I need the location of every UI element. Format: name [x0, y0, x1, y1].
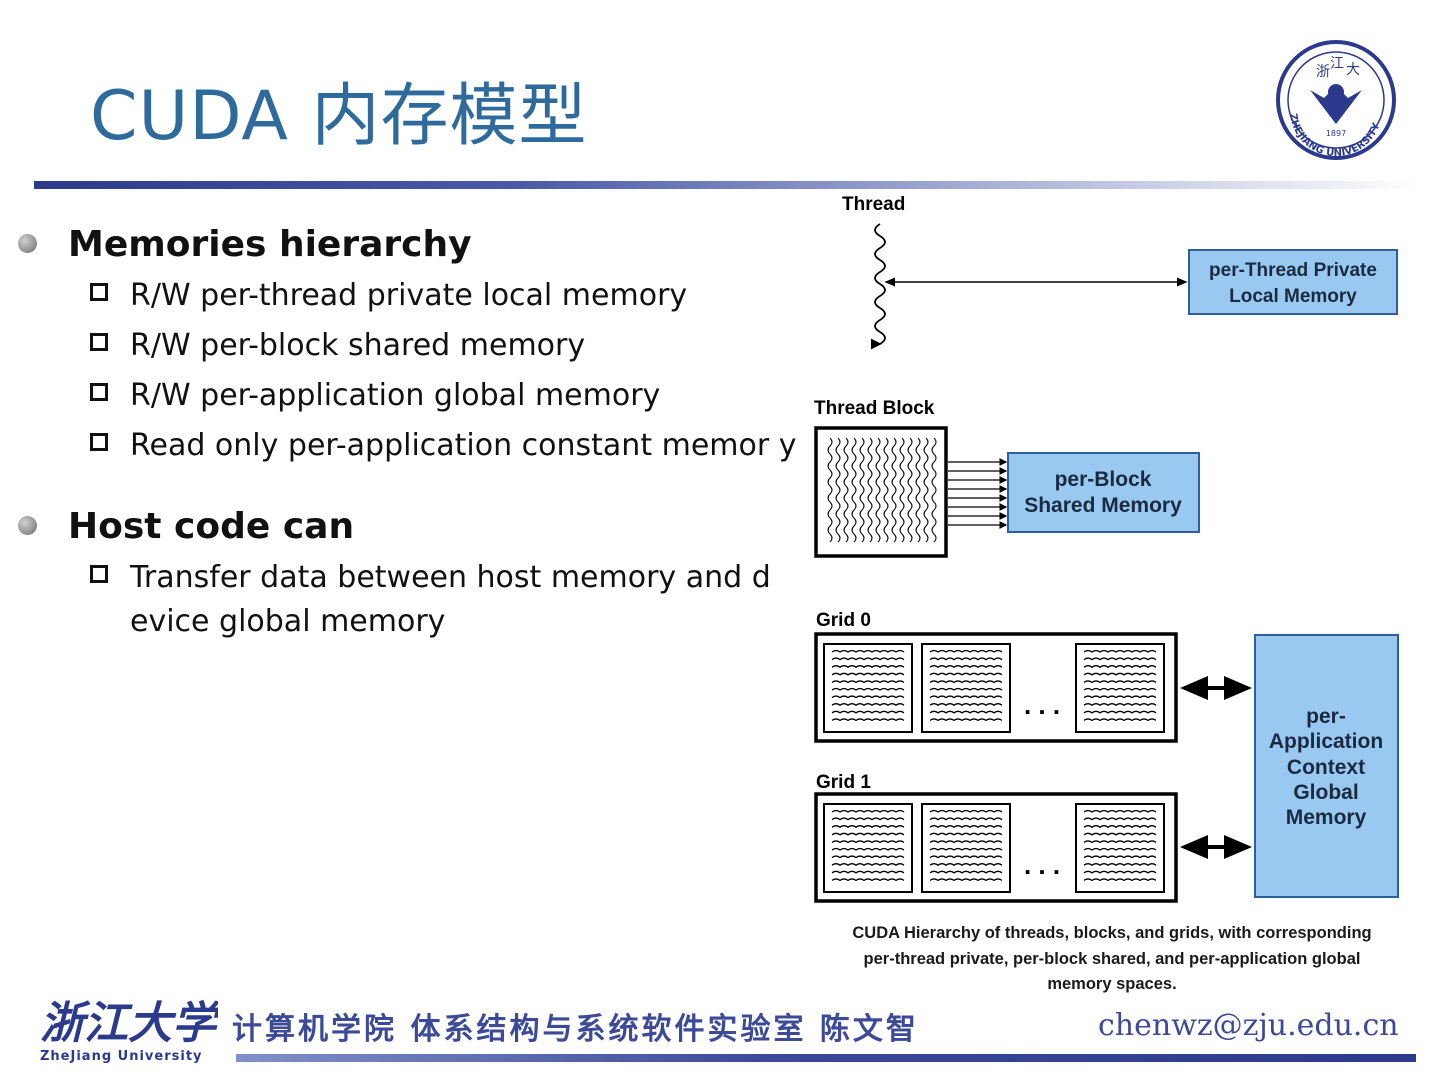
- bullet-memories: Memories hierarchy: [0, 222, 810, 268]
- grid1-blocks: [823, 803, 1165, 893]
- per-block-memory-line1: per-Block: [1055, 468, 1152, 491]
- square-bullet-icon: [90, 283, 108, 301]
- sub-bullet: R/W per-thread private local memory: [90, 274, 800, 318]
- slide-title: CUDA 内存模型: [90, 77, 588, 156]
- square-bullet-icon: [90, 433, 108, 451]
- block-to-shared-arrows: [948, 458, 1008, 529]
- logo-subtitle: ZheJiang University: [40, 1049, 203, 1064]
- sub-bullet: Transfer data between host memory and d …: [90, 556, 800, 644]
- svg-text:大: 大: [1346, 62, 1360, 78]
- memory-hierarchy-diagram: Thread per-Thread Private Local Memory T…: [814, 194, 1399, 993]
- per-thread-memory-line2: Local Memory: [1229, 286, 1357, 307]
- per-block-memory-line2: Shared Memory: [1024, 494, 1182, 517]
- per-thread-memory-line1: per-Thread Private: [1209, 260, 1377, 281]
- thread-label: Thread: [842, 194, 905, 215]
- square-bullet-icon: [90, 383, 108, 401]
- grid0-label: Grid 0: [816, 610, 871, 631]
- grid1-ellipsis: . . .: [1024, 850, 1060, 880]
- zju-calligraphy-logo: 浙江大学 ZheJiang University: [40, 998, 218, 1064]
- sub-bullet: Read only per-application constant memor…: [90, 424, 800, 468]
- svg-text:江: 江: [1330, 56, 1344, 72]
- caption-line2: per-thread private, per-block shared, an…: [864, 950, 1361, 968]
- bullet-dot-icon: [18, 516, 37, 535]
- svg-text:浙: 浙: [1316, 64, 1330, 80]
- svg-text:Global: Global: [1293, 781, 1358, 804]
- bullet-list: Memories hierarchy R/W per-thread privat…: [0, 222, 810, 644]
- zju-seal-logo: 浙 江 大 ZHEJIANG UNIVERSITY 1897: [1276, 40, 1396, 160]
- title-divider: [34, 181, 1420, 189]
- svg-text:per-: per-: [1306, 705, 1346, 728]
- caption-line3: memory spaces.: [1047, 975, 1176, 993]
- bullet-host-code: Host code can: [0, 504, 810, 550]
- thread-block-box: [814, 426, 948, 558]
- per-thread-memory-box: per-Thread Private Local Memory: [1188, 249, 1398, 315]
- seal-year: 1897: [1326, 129, 1346, 138]
- sub-bullet: R/W per-block shared memory: [90, 324, 800, 368]
- bullet-dot-icon: [18, 234, 37, 253]
- grid0-blocks: [823, 643, 1165, 733]
- svg-text:Application: Application: [1269, 730, 1383, 753]
- thread-squiggle-icon: [874, 223, 891, 345]
- thread-block-label: Thread Block: [814, 398, 935, 419]
- svg-text:Context: Context: [1287, 756, 1365, 779]
- sub-bullet: R/W per-application global memory: [90, 374, 800, 418]
- square-bullet-icon: [90, 565, 108, 583]
- bullet-heading: Memories hierarchy: [68, 224, 472, 265]
- grid1-label: Grid 1: [816, 772, 871, 793]
- block-squiggles-icon: [827, 437, 937, 543]
- per-block-memory-box: per-Block Shared Memory: [1007, 452, 1200, 533]
- footer-department: 计算机学院 体系结构与系统软件实验室 陈文智: [232, 1012, 919, 1047]
- caption-line1: CUDA Hierarchy of threads, blocks, and g…: [852, 924, 1371, 942]
- svg-text:浙江大学: 浙江大学: [40, 998, 218, 1049]
- bullet-heading: Host code can: [68, 506, 355, 547]
- footer-email: chenwz@zju.edu.cn: [1098, 1008, 1399, 1043]
- square-bullet-icon: [90, 333, 108, 351]
- footer-divider: [236, 1054, 1416, 1062]
- svg-text:Memory: Memory: [1286, 806, 1367, 829]
- global-memory-box: per- Application Context Global Memory: [1254, 634, 1399, 898]
- grid0-ellipsis: . . .: [1024, 690, 1060, 720]
